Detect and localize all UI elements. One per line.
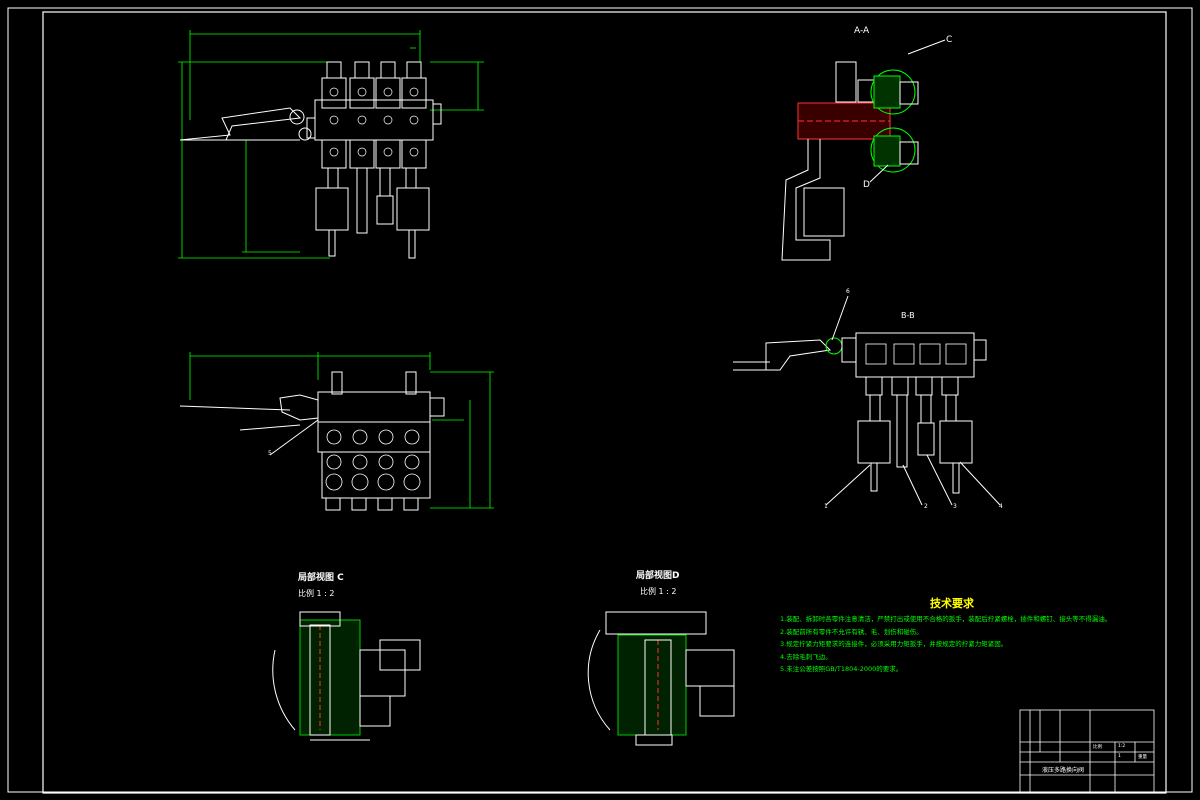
- section-bb-label: B-B: [901, 311, 915, 320]
- detail-c-title: 局部视图 C: [298, 573, 344, 583]
- detail-d-title: 局部视图D: [636, 571, 680, 581]
- detail-d-scale: 比例 1 : 2: [640, 587, 677, 596]
- part-number-5: 5: [268, 450, 272, 457]
- part-number-1: 1: [824, 503, 828, 510]
- callout-d-label: D: [863, 180, 870, 190]
- callout-c-label: C: [946, 35, 953, 45]
- inner-frame: [42, 11, 1167, 794]
- title-block-text: 液压多路换向阀 比例 1:2 1 重量: [1020, 710, 1154, 792]
- requirement-item: 2.装配前所有零件不允许有锈、毛、划伤和碰伤。: [780, 627, 923, 636]
- detail-c-view: [272, 611, 421, 741]
- title-block: [1019, 709, 1155, 793]
- outer-frame: [7, 7, 1193, 793]
- top-view: [179, 352, 494, 511]
- detail-c-scale: 比例 1 : 2: [298, 589, 335, 598]
- requirement-item: 3.规定拧紧力矩要求的连接件，必须采用力矩扳手，并按规定的拧紧力矩紧固。: [780, 640, 1008, 648]
- scale-label: 比例: [1093, 745, 1102, 750]
- requirement-item: 4.去除毛刺飞边。: [780, 652, 832, 661]
- front-view: [178, 30, 484, 259]
- requirement-item: 5.未注公差按照GB/T1804-2000的要求。: [780, 665, 903, 673]
- part-number-4: 4: [999, 503, 1003, 510]
- detail-d-view: [587, 611, 735, 746]
- section-aa-view: [781, 39, 946, 261]
- weight-label: 重量: [1138, 755, 1147, 760]
- part-number-6: 6: [846, 288, 850, 295]
- drawing-name: 液压多路换向阀: [1042, 767, 1085, 774]
- part-number-2: 2: [924, 503, 928, 510]
- sheet-number: 1: [1118, 754, 1121, 759]
- section-bb-view: [733, 295, 1001, 506]
- scale-value: 1:2: [1118, 744, 1126, 749]
- part-number-3: 3: [953, 503, 957, 510]
- technical-requirements-title: 技术要求: [930, 597, 974, 610]
- requirement-item: 1.装配、拆卸时各零件注意清洁，严禁打出或使用不合格的扳手，装配后拧紧螺栓，插件…: [780, 615, 1112, 623]
- section-aa-label: A-A: [854, 26, 870, 36]
- requirements-list: 1.装配、拆卸时各零件注意清洁，严禁打出或使用不合格的扳手，装配后拧紧螺栓，插件…: [780, 613, 1111, 676]
